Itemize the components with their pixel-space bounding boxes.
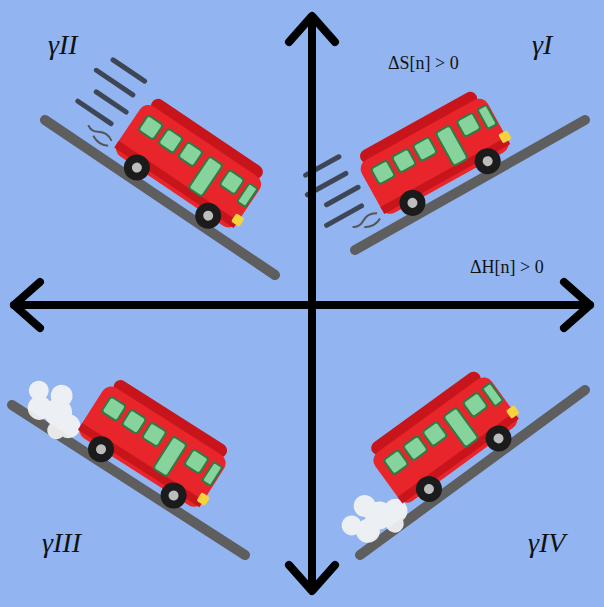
bus-descending-dusty <box>13 340 239 527</box>
quadrant-label: γII <box>48 30 78 61</box>
road <box>12 120 585 555</box>
quadrant-label: γIV <box>528 528 565 559</box>
quadrant-label: γIII <box>42 528 81 559</box>
bus-climbing-fast <box>299 79 522 257</box>
bus-descending-fast <box>57 55 278 244</box>
quadrant-label: γI <box>532 30 552 61</box>
condition-label: ΔH[n] > 0 <box>470 258 544 278</box>
condition-label: ΔS[n] > 0 <box>388 54 459 74</box>
bus-climbing-dusty <box>312 363 535 558</box>
axes <box>14 16 590 591</box>
